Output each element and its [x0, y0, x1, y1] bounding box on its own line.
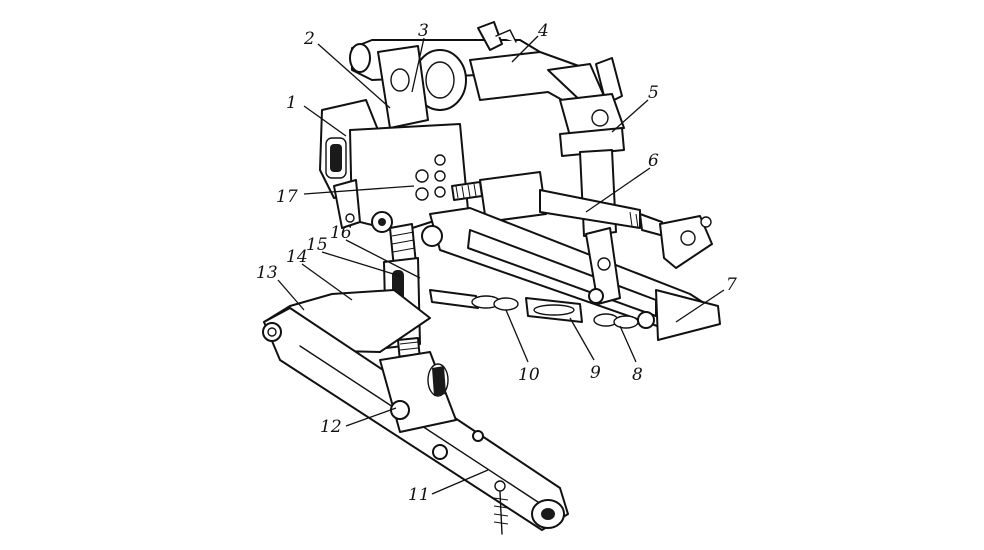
callout-4: 4: [537, 21, 549, 41]
lower-link-left: [262, 289, 569, 535]
leader-1: [303, 105, 347, 137]
leader-6: [585, 167, 651, 213]
callout-13: 13: [256, 263, 278, 283]
callout-16: 16: [330, 223, 352, 243]
callout-3: 3: [418, 21, 429, 41]
callout-7: 7: [726, 275, 737, 295]
leader-2: [317, 43, 391, 109]
leader-7: [675, 289, 725, 323]
lift-arm-assembly: [469, 21, 625, 137]
leader-13: [277, 279, 305, 311]
callout-labels: 1 2 3 4 5 6 7 8 9 10 11 12 13 14 15 16 1…: [256, 21, 737, 505]
leader-5: [611, 99, 649, 133]
leader-16: [345, 239, 421, 279]
callout-12: 12: [320, 417, 342, 437]
leader-15: [321, 251, 401, 277]
callout-10: 10: [518, 365, 540, 385]
callout-5: 5: [648, 83, 659, 103]
leader-8: [619, 325, 637, 363]
leader-17: [303, 185, 415, 195]
callout-17: 17: [276, 187, 298, 207]
stabilizer-chain: [429, 289, 655, 329]
callout-9: 9: [590, 363, 601, 383]
callout-6: 6: [648, 151, 659, 171]
leader-4: [511, 35, 539, 63]
callout-1: 1: [286, 93, 297, 113]
callout-14: 14: [286, 247, 308, 267]
leader-14: [301, 263, 353, 301]
callout-8: 8: [632, 365, 643, 385]
leader-3: [411, 37, 425, 93]
leader-12: [345, 407, 397, 427]
callout-2: 2: [303, 29, 315, 49]
callout-15: 15: [306, 235, 328, 255]
rock-shaft-assembly: [319, 39, 541, 233]
leader-10: [505, 309, 529, 363]
leader-9: [569, 317, 595, 361]
leader-11: [431, 469, 489, 495]
callout-11: 11: [408, 485, 430, 505]
leader-lines: [277, 35, 725, 495]
lower-link-right: [429, 207, 721, 341]
